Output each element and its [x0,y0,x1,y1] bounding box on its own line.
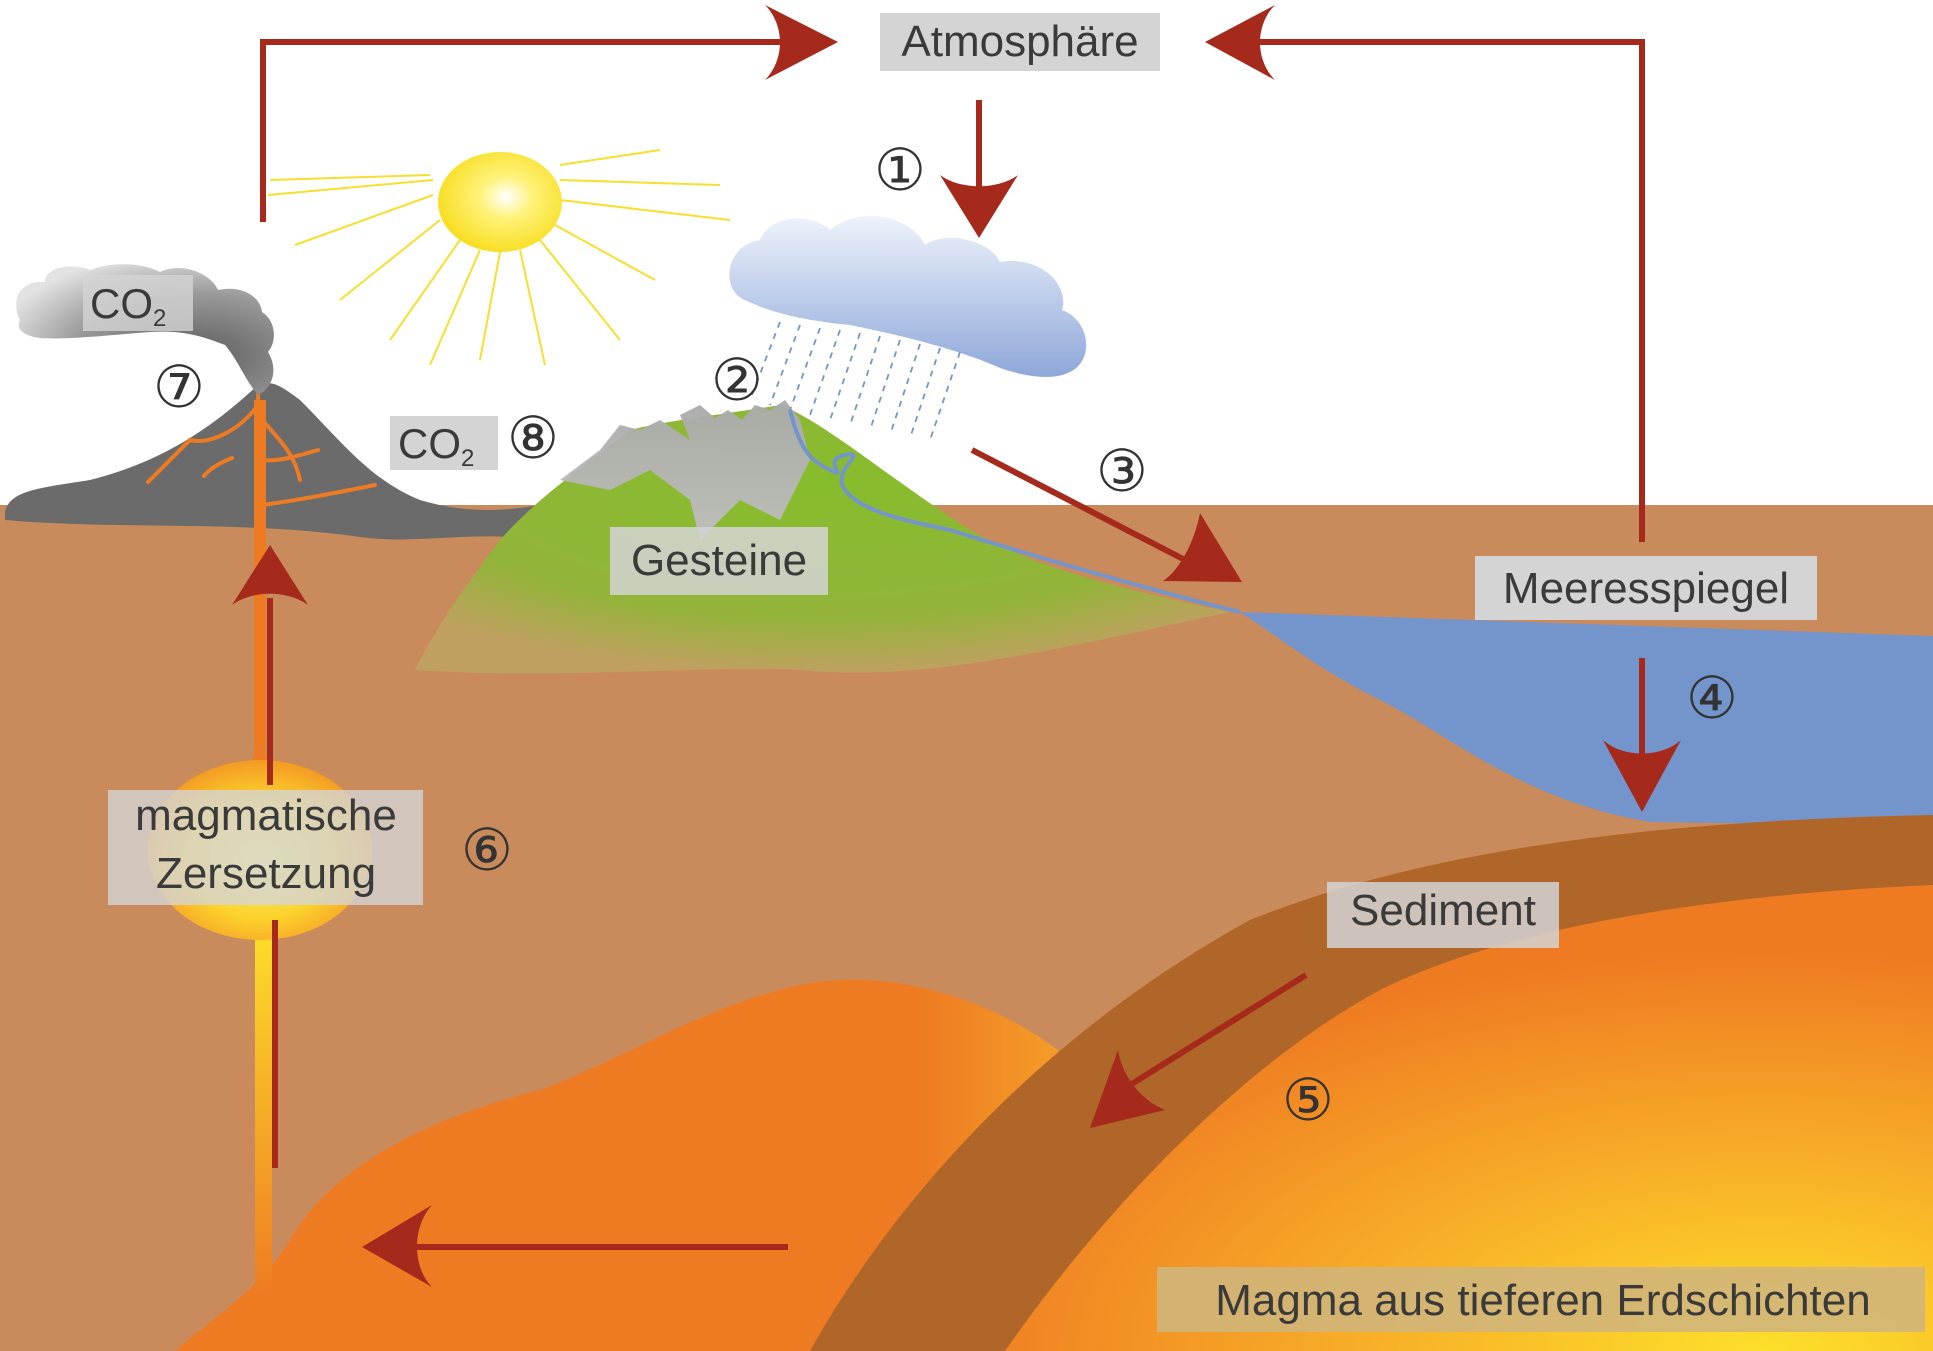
arrowhead-down-4 [1603,740,1681,812]
rocks-label: Gesteine [631,536,807,585]
mountain-rock [560,400,810,540]
arrowhead-left-atmosphere [1205,5,1275,80]
decomposition-label-line1: magmatische [135,791,397,840]
arrowhead-subduction-5 [1090,1050,1165,1128]
sediment-label: Sediment [1350,886,1536,935]
sea-level-label: Meeresspiegel [1503,564,1789,613]
arrowhead-up-6 [232,545,308,605]
decomposition-label-line2: Zersetzung [156,849,376,898]
step-1: ① [874,136,926,204]
arrowhead-runoff-3 [1163,513,1242,582]
sun [438,152,562,252]
step-4: ④ [1686,664,1738,732]
river [788,409,1241,614]
magma-label: Magma aus tieferen Erdschichten [1215,1276,1870,1325]
arrowhead-left-magma [362,1205,432,1287]
step-5: ⑤ [1282,1066,1334,1134]
step-7: ⑦ [153,353,205,421]
sea [1240,612,1933,826]
arrowhead-right-atmosphere [765,5,838,80]
atmosphere-label: Atmosphäre [901,17,1138,66]
rain [749,321,961,441]
sun-rays [267,149,731,366]
co2-volcano-label: CO2 [90,280,166,332]
step-2: ② [711,346,763,414]
step-8: ⑧ [507,404,559,472]
cycle-arrows [260,39,1645,1250]
arrowheads [232,5,1681,1287]
step-3: ③ [1096,437,1148,505]
step-6: ⑥ [461,816,513,884]
sediment-layer [810,815,1933,1351]
co2-weathering-label: CO2 [398,420,474,472]
arrowhead-down-1 [940,175,1018,238]
magma-conduit-lower [255,920,272,1300]
label-boxes [83,13,1925,1332]
cloud [729,215,1087,377]
magma-conduit [240,400,285,790]
